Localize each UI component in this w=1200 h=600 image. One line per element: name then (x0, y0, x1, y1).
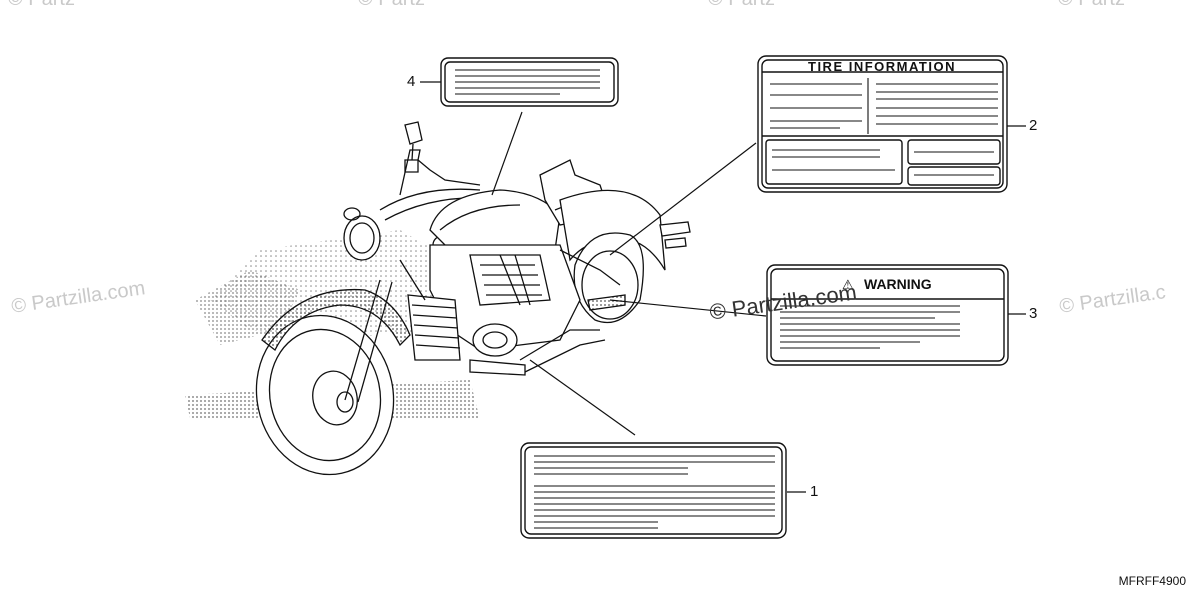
warning-heading: ⚠ (842, 276, 854, 294)
callout-3: 3 (1029, 305, 1038, 322)
tire-information-title: TIRE INFORMATION (808, 59, 956, 74)
label-2-tire-information-sticker (757, 55, 1008, 193)
warning-triangle-icon: ⚠ (842, 278, 854, 293)
watermark-top-right-1: © Partz (708, 0, 775, 11)
watermark-top-center: © Partz (358, 0, 425, 11)
diagram-reference-code: MFRFF4900 (1118, 574, 1186, 588)
callout-4: 4 (407, 73, 416, 90)
pointer-line-3 (609, 299, 767, 317)
label-3-warning-sticker (766, 264, 1009, 366)
watermark-top-left: © Partz (8, 0, 75, 11)
label-4-sticker (440, 57, 619, 107)
callout-2: 2 (1029, 117, 1038, 134)
pointer-line-2 (609, 142, 757, 256)
callout-1: 1 (810, 483, 819, 500)
warning-title: WARNING (864, 276, 932, 292)
pointer-line-1 (529, 359, 636, 436)
label-1-sticker (520, 442, 787, 539)
motorcycle-illustration (255, 121, 691, 476)
watermark-top-right-2: © Partz (1058, 0, 1125, 11)
pointer-line-4 (491, 111, 523, 196)
